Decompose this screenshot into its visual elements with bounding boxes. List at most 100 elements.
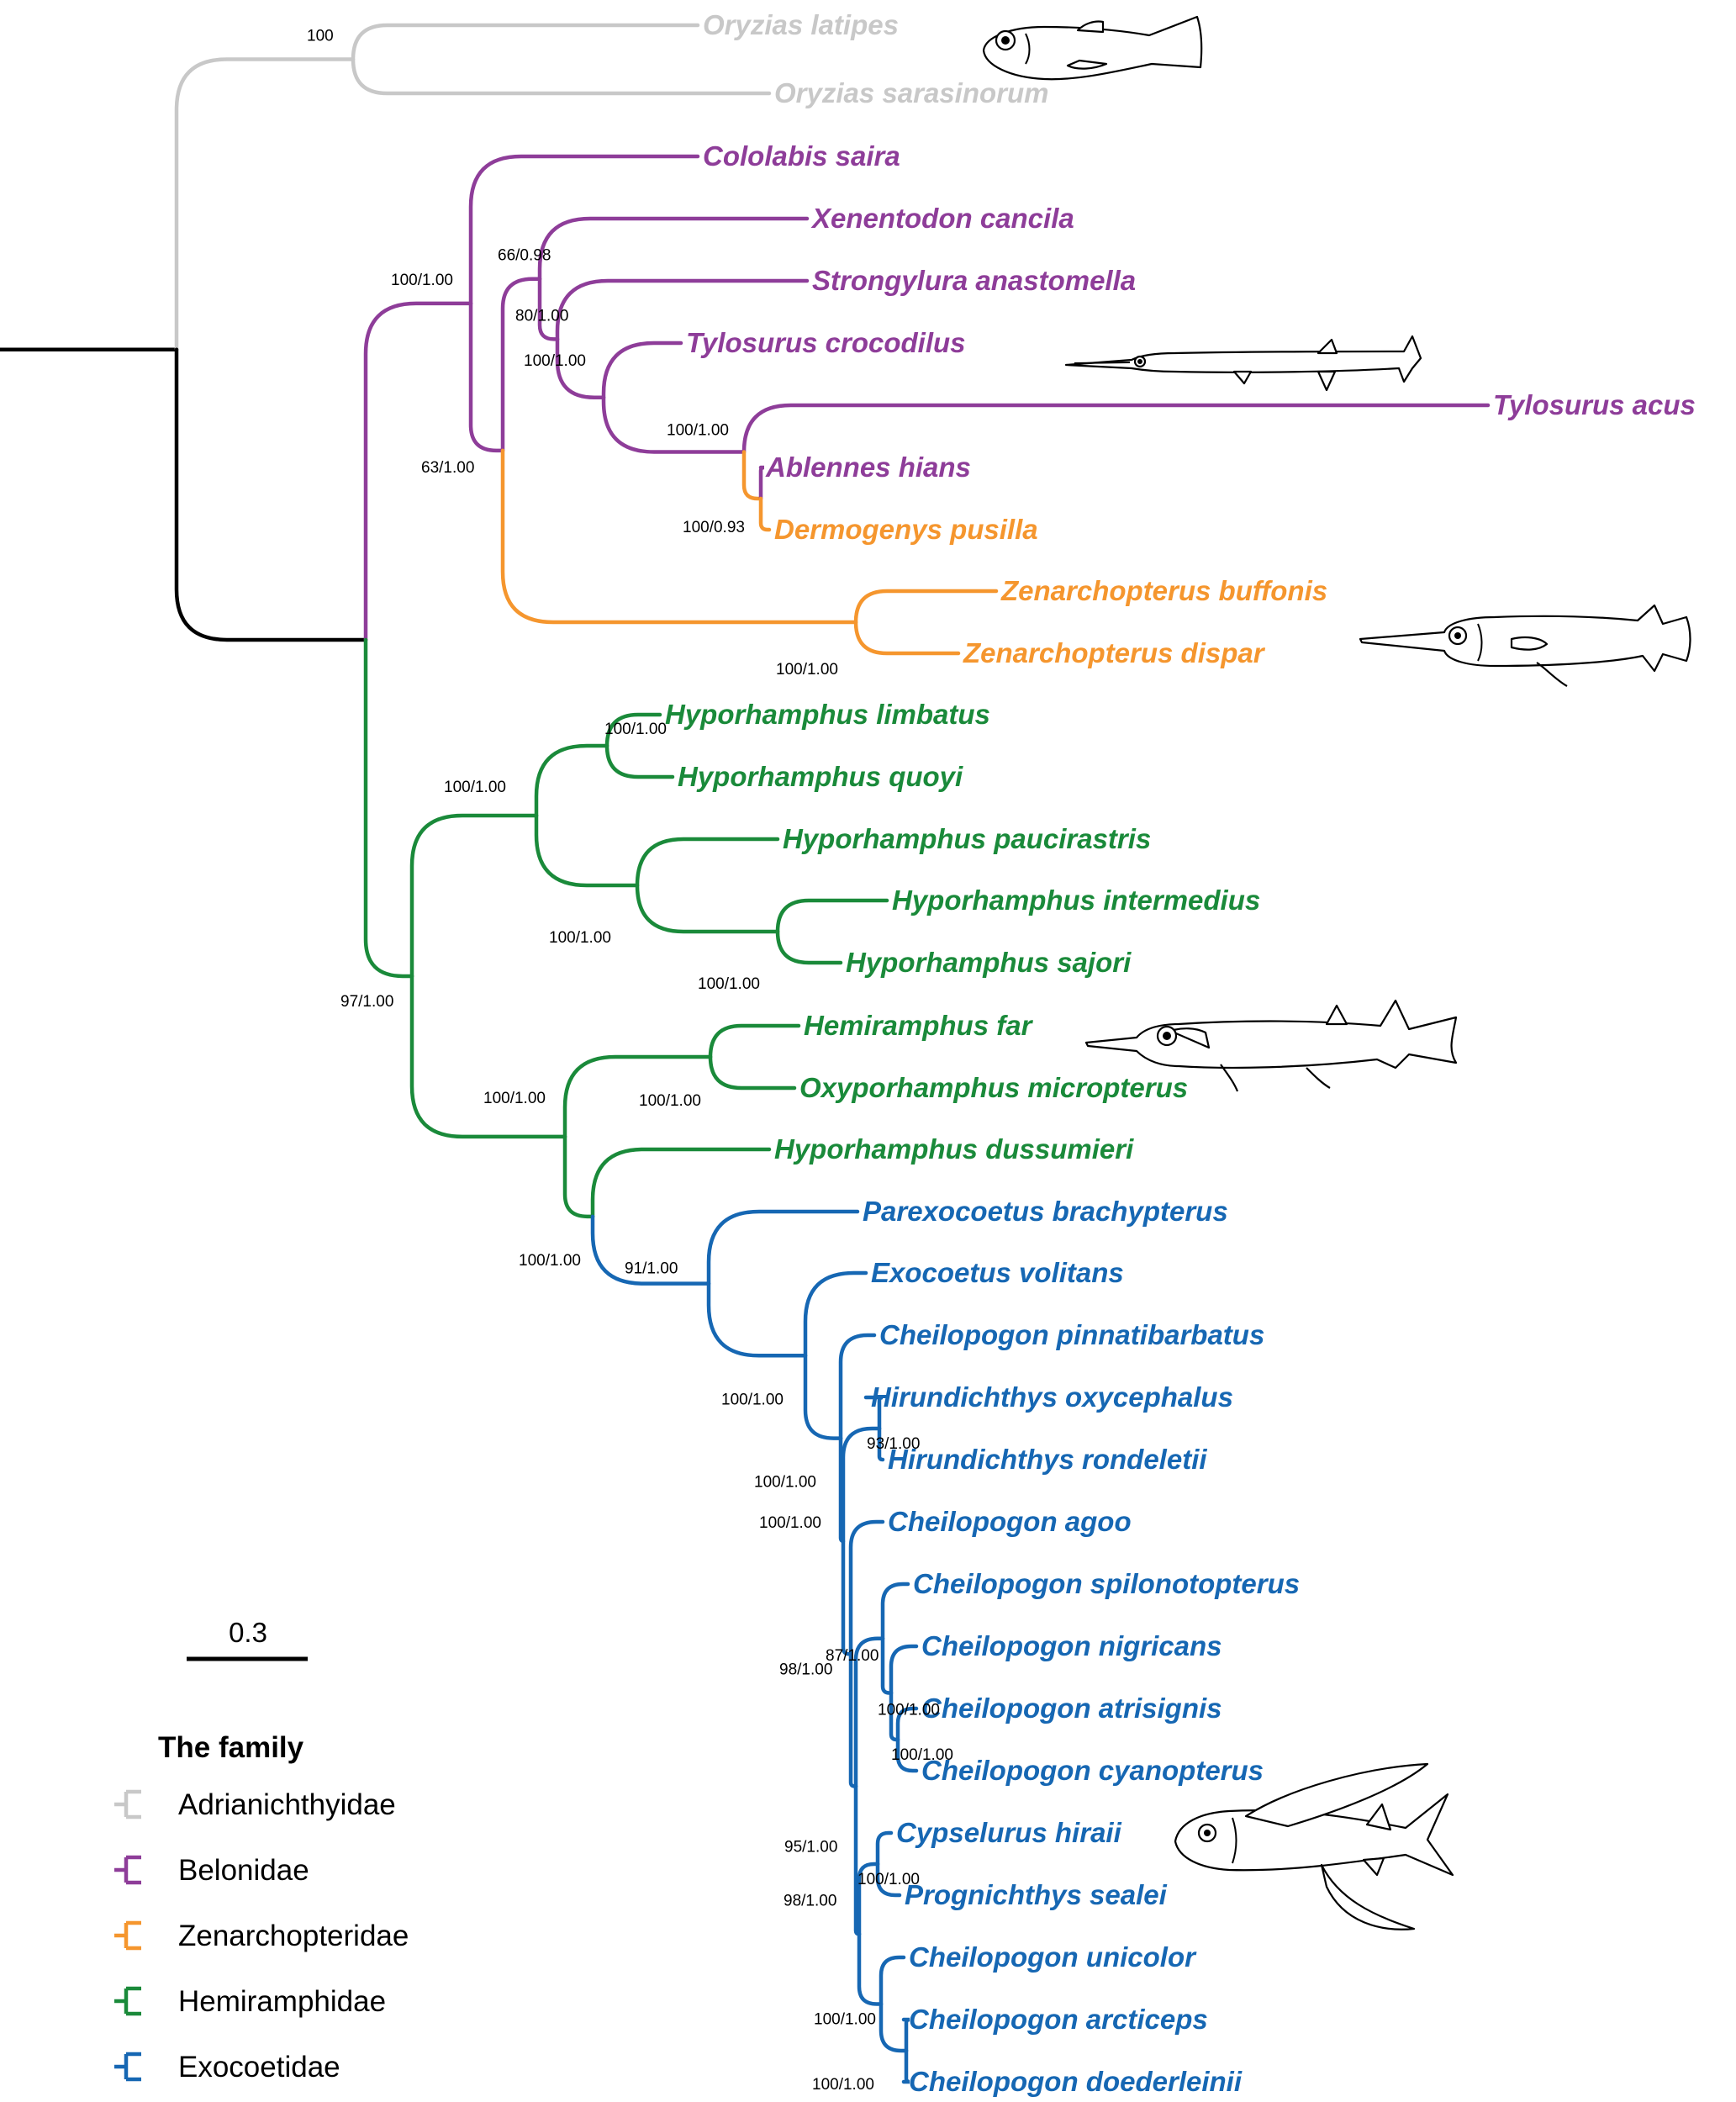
- tree-branch: [706, 1209, 860, 1286]
- support-value: 100/1.00: [812, 2076, 874, 2094]
- support-value: 100/1.00: [549, 929, 611, 947]
- tree-branch: [879, 2002, 909, 2053]
- support-value: 100/1.00: [667, 422, 729, 440]
- tree-branch: [901, 2048, 910, 2084]
- legend-label: Exocoetidae: [178, 2051, 340, 2084]
- tree-branch: [895, 1737, 919, 1773]
- support-value: 100/1.00: [483, 1090, 546, 1107]
- tree-branch: [841, 1426, 882, 1544]
- support-values: 100 100/0.93 100/1.00 100/1.00 80/1.00 66/0.9…: [307, 28, 953, 2094]
- tip-label: Hyporhamphus sajori: [846, 947, 1132, 978]
- tree-branch: [635, 883, 780, 934]
- tip-label: Prognichthys sealei: [905, 1879, 1168, 1910]
- tree-branch: [468, 301, 505, 453]
- tip-label: Cheilopogon unicolor: [909, 1941, 1197, 1973]
- tree-branch: [895, 1706, 919, 1742]
- legend-label: Hemiramphidae: [178, 1985, 386, 2018]
- tree-branch: [562, 1054, 713, 1139]
- tree-branch: [500, 448, 858, 625]
- tip-label: Hirundichthys rondeletii: [888, 1444, 1207, 1475]
- tree-branch: [857, 1862, 880, 1936]
- tree-branch: [879, 1955, 906, 2006]
- tip-label: Hyporhamphus limbatus: [665, 699, 990, 730]
- tree-branch: [555, 278, 810, 341]
- support-value: 97/1.00: [340, 993, 393, 1011]
- tree-branch: [853, 1636, 885, 1788]
- legend-label: Adrianichthyidae: [178, 1788, 396, 1821]
- legend-swatch: [114, 1920, 141, 1951]
- tree-branch: [706, 1281, 808, 1358]
- support-value: 100/1.00: [857, 1871, 920, 1888]
- support-value: 87/1.00: [826, 1647, 879, 1665]
- legend-label: Zenarchopteridae: [178, 1920, 409, 1952]
- support-value: 95/1.00: [784, 1839, 837, 1856]
- tree-branch: [853, 589, 999, 625]
- tree-branch: [741, 450, 763, 501]
- tree-branch: [500, 277, 542, 453]
- tip-label: Cheilopogon pinnatibarbatus: [879, 1319, 1264, 1350]
- tree-branch: [534, 743, 609, 818]
- tip-label: Cololabis saira: [703, 140, 900, 172]
- support-value: 100/0.93: [683, 519, 745, 536]
- scale-bar: 0.3: [187, 1617, 308, 1661]
- tree-branch: [468, 154, 700, 306]
- tip-label: Cheilopogon arcticeps: [909, 2004, 1208, 2035]
- tip-label: Hyporhamphus intermedius: [892, 885, 1260, 916]
- tip-label: Cheilopogon atrisignis: [921, 1693, 1222, 1724]
- tree-branch: [363, 301, 473, 642]
- support-value: 98/1.00: [784, 1892, 836, 1909]
- tip-label: Cheilopogon doederleinii: [909, 2066, 1243, 2097]
- tree-branch: [758, 465, 765, 501]
- tree-branch: [604, 712, 662, 748]
- tree-branch: [174, 57, 356, 351]
- tree-branch: [409, 813, 539, 979]
- tip-label: Cypselurus hiraii: [896, 1817, 1122, 1848]
- support-value: 100/1.00: [776, 661, 838, 679]
- support-value: 100/1.00: [891, 1746, 953, 1764]
- tree-branch: [537, 216, 810, 281]
- support-value: 100/1.00: [754, 1474, 816, 1492]
- tip-label: Cheilopogon agoo: [888, 1506, 1132, 1537]
- tip-label: Hyporhamphus paucirastris: [783, 823, 1151, 854]
- tree-branch: [351, 23, 700, 61]
- support-value: 100/1.00: [639, 1092, 701, 1110]
- flying-fish-icon: [1174, 1762, 1454, 1930]
- tree-branch: [875, 1862, 902, 1898]
- tree-branch: [741, 403, 1491, 454]
- support-value: 80/1.00: [515, 307, 568, 325]
- tree-branch: [875, 1830, 894, 1867]
- tip-label: Parexocoetus brachypterus: [863, 1196, 1228, 1227]
- tip-label: Hyporhamphus quoyi: [678, 761, 963, 792]
- medaka-fish-icon: [982, 15, 1203, 81]
- legend: The family AdrianichthyidaeBelonidaeZena…: [114, 1731, 409, 2084]
- tip-label: Dermogenys pusilla: [774, 514, 1038, 545]
- scale-bar-label: 0.3: [229, 1617, 267, 1648]
- halfbeak-zenarchopterus-icon: [1359, 604, 1691, 687]
- tree-branch: [635, 837, 780, 888]
- tip-label: Exocoetus volitans: [871, 1257, 1124, 1288]
- tree-branch: [562, 1134, 595, 1219]
- support-value: 100: [307, 28, 334, 45]
- tip-label: Oryzias latipes: [703, 9, 899, 40]
- tree-branch: [901, 2017, 910, 2053]
- tree-branch: [863, 1395, 884, 1431]
- tree-branch: [601, 395, 747, 454]
- tree-branch: [857, 1932, 884, 2006]
- tip-label: Tylosurus crocodilus: [686, 327, 966, 358]
- support-value: 66/0.98: [498, 247, 551, 265]
- legend-label: Belonidae: [178, 1854, 309, 1887]
- support-value: 100/1.00: [524, 352, 586, 370]
- support-value: 100/1.00: [698, 975, 760, 993]
- tip-label: Ablennes hians: [765, 452, 971, 483]
- support-value: 98/1.00: [779, 1661, 832, 1678]
- support-value: 100/1.00: [444, 779, 506, 796]
- tree-branch: [590, 1214, 711, 1286]
- legend-swatch: [114, 1789, 141, 1819]
- tip-label: Hirundichthys oxycephalus: [871, 1381, 1233, 1413]
- tree-branch: [853, 620, 961, 656]
- legend-swatch: [114, 1986, 141, 2016]
- tip-label: Strongylura anastomella: [812, 265, 1136, 296]
- tree-branch: [775, 929, 843, 965]
